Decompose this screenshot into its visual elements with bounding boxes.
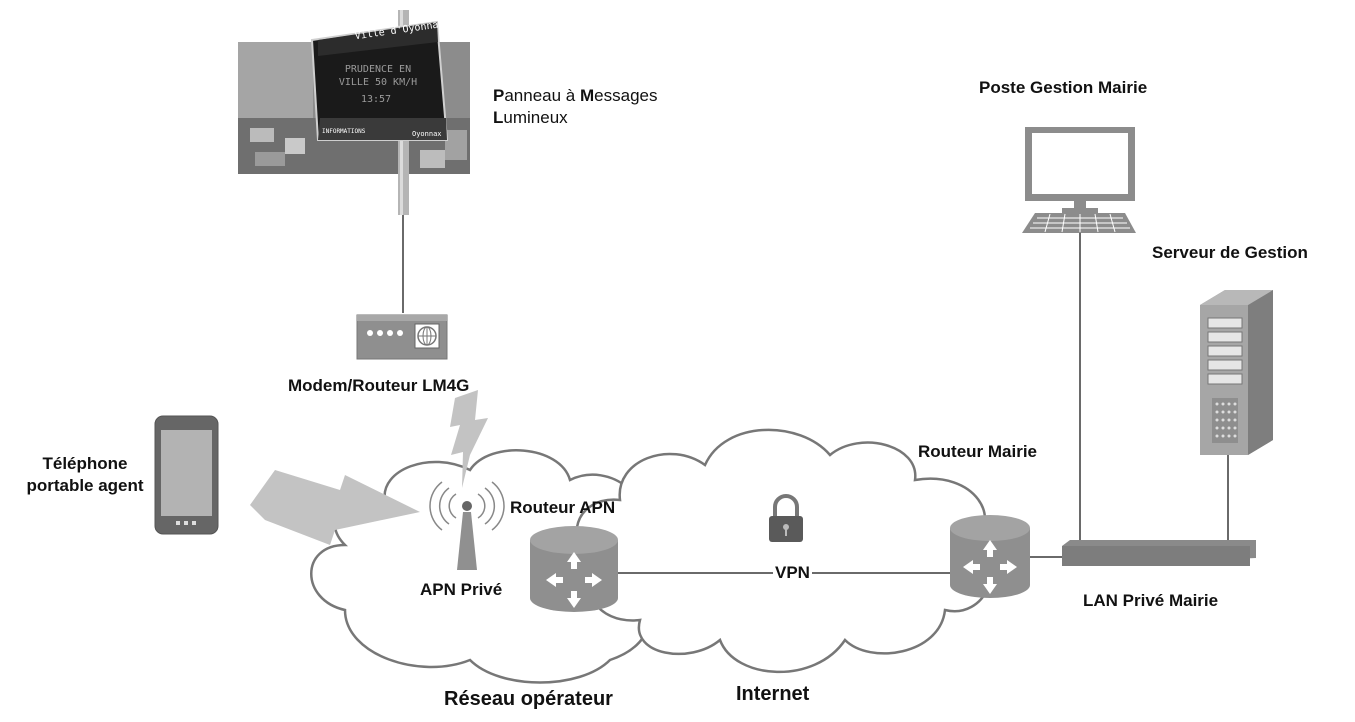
sign-message-line1: PRUDENCE EN — [345, 64, 411, 75]
apn-prive-label: APN Privé — [420, 580, 503, 599]
lightning-modem-apn-icon — [450, 390, 488, 488]
server-icon — [1200, 290, 1273, 455]
lightning-phone-apn-icon — [250, 470, 420, 545]
routeur-apn-icon — [530, 526, 618, 612]
telephone-label: Téléphone portable agent — [26, 454, 144, 495]
phone-icon — [154, 415, 219, 535]
sign-message-line2: VILLE 50 KM/H — [339, 77, 417, 88]
sign-photo — [238, 10, 470, 215]
routeur-mairie-label: Routeur Mairie — [918, 442, 1038, 461]
sign-footer-left: INFORMATIONS — [322, 128, 366, 135]
computer-icon — [1022, 127, 1136, 233]
serveur-gestion-label: Serveur de Gestion — [1152, 243, 1308, 262]
sign-footer-right: Oyonnax — [412, 130, 442, 138]
reseau-operateur-label: Réseau opérateur — [444, 688, 613, 710]
sign-time: 13:57 — [361, 94, 391, 105]
antenna-icon — [429, 481, 505, 570]
panneau-label: Panneau à Messages Lumineux — [493, 86, 658, 127]
lan-switch — [1062, 540, 1256, 566]
lock-icon — [769, 494, 803, 542]
poste-gestion-label: Poste Gestion Mairie — [979, 78, 1148, 97]
routeur-mairie-icon — [950, 515, 1030, 598]
modem-router-lm4g — [356, 314, 448, 360]
routeur-apn-label: Routeur APN — [510, 498, 616, 517]
internet-label: Internet — [736, 683, 810, 705]
modem-label: Modem/Routeur LM4G — [288, 376, 470, 395]
lan-prive-label: LAN Privé Mairie — [1083, 591, 1219, 610]
vpn-label: VPN — [773, 563, 812, 583]
